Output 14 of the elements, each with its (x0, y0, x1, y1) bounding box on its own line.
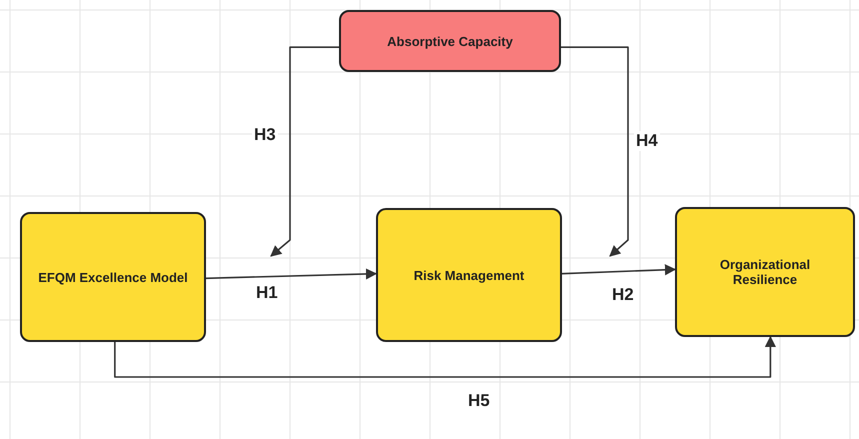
process-box (675, 207, 855, 337)
node-label: Risk Management (412, 266, 526, 285)
process-box (20, 212, 206, 342)
edge-label: H4 (634, 131, 660, 151)
node-label: Absorptive Capacity (386, 32, 514, 51)
arrow (562, 264, 676, 276)
process-box (376, 208, 562, 342)
node-label: Organizational Resilience (718, 256, 812, 289)
arrow (561, 46, 629, 257)
process-box (339, 10, 561, 72)
node-label: EFQM Excellence Model (37, 268, 189, 286)
arrow (114, 336, 776, 378)
arrow (206, 268, 378, 280)
arrow (270, 46, 339, 257)
